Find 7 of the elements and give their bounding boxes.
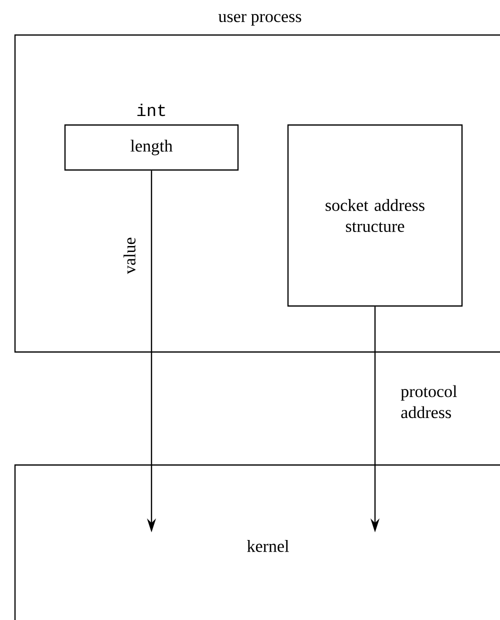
structure-box: int length xyxy=(64,104,239,171)
kernel-box: kernel xyxy=(14,464,500,620)
edge-label: value xyxy=(124,238,136,274)
structure-box: socket address structure xyxy=(287,124,463,307)
edge-label: protocol address xyxy=(400,385,457,418)
node-label: int xyxy=(137,104,166,116)
node-label: user process xyxy=(218,14,302,26)
